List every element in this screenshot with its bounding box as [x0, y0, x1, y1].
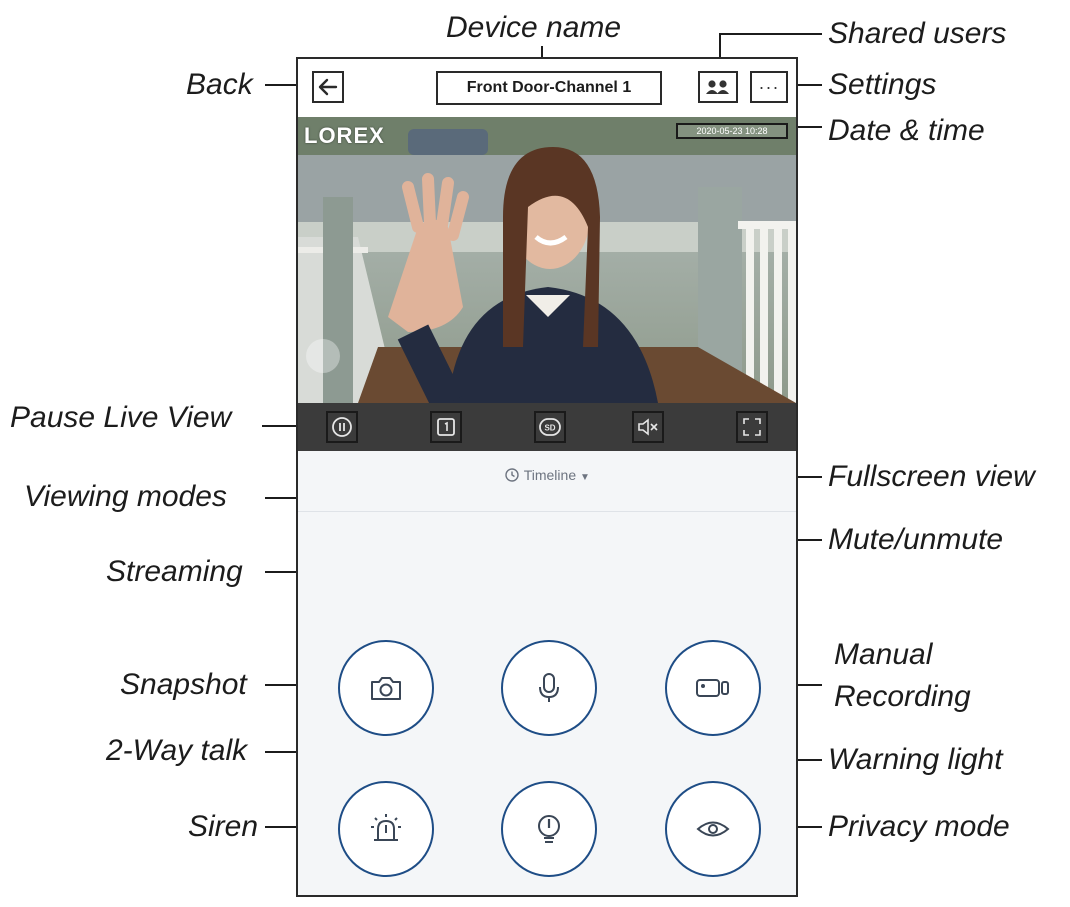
callout-pause-live-view: Pause Live View [10, 401, 232, 434]
camera-scene [298, 117, 796, 403]
pause-live-view-button[interactable] [326, 411, 358, 443]
sd-icon: SD [539, 418, 561, 436]
siren-icon [371, 814, 401, 841]
history-icon [505, 468, 519, 482]
pause-icon [332, 417, 352, 437]
warning-light-icon [538, 815, 560, 843]
callout-date-time: Date & time [828, 114, 985, 147]
arrow-left-icon [318, 78, 338, 96]
snapshot-button[interactable] [338, 640, 434, 736]
callout-warning-light: Warning light [828, 743, 1003, 776]
callout-settings: Settings [828, 68, 937, 101]
ellipsis-icon: ··· [758, 76, 780, 97]
video-record-icon [696, 679, 729, 697]
streaming-quality-button[interactable]: SD [534, 411, 566, 443]
callout-streaming: Streaming [106, 555, 243, 588]
callout-two-way-talk: 2-Way talk [106, 734, 248, 767]
callout-mute-unmute: Mute/unmute [828, 523, 1004, 556]
privacy-mode-button[interactable] [665, 781, 761, 877]
single-view-icon [437, 418, 455, 436]
users-icon [706, 80, 729, 94]
video-control-strip: SD [298, 403, 796, 451]
fullscreen-view-button[interactable] [736, 411, 768, 443]
svg-text:SD: SD [544, 424, 555, 433]
mute-unmute-button[interactable] [632, 411, 664, 443]
camera-icon [371, 677, 401, 700]
callout-device-name: Device name [446, 11, 622, 44]
live-video-feed[interactable]: LOREX 2020-05-23 10:28 [298, 117, 796, 403]
speaker-muted-icon [638, 418, 658, 436]
two-way-talk-button[interactable] [501, 640, 597, 736]
eye-icon [696, 821, 730, 837]
viewing-modes-button[interactable] [430, 411, 462, 443]
chevron-down-icon: ▼ [580, 472, 590, 483]
callout-manual-recording-line1: Manual [834, 638, 933, 671]
callout-viewing-modes: Viewing modes [24, 480, 227, 513]
siren-button[interactable] [338, 781, 434, 877]
callout-shared-users: Shared users [828, 17, 1007, 50]
date-time-overlay: 2020-05-23 10:28 [676, 123, 788, 139]
manual-recording-button[interactable] [665, 640, 761, 736]
callout-siren: Siren [188, 810, 259, 843]
warning-light-button[interactable] [501, 781, 597, 877]
mic-overlay-icon [306, 339, 340, 373]
expand-icon [743, 418, 761, 436]
brand-watermark: LOREX [304, 123, 385, 148]
settings-button[interactable]: ··· [750, 71, 788, 103]
callout-fullscreen-view: Fullscreen view [828, 460, 1035, 493]
device-name-title: Front Door-Channel 1 [436, 71, 662, 105]
timeline-label: Timeline [523, 467, 577, 483]
app-screen: Front Door-Channel 1 ··· [296, 57, 798, 897]
microphone-icon [539, 673, 559, 702]
back-button[interactable] [312, 71, 344, 103]
callout-privacy-mode: Privacy mode [828, 810, 1010, 843]
top-bar: Front Door-Channel 1 ··· [298, 59, 796, 117]
shared-users-button[interactable] [698, 71, 738, 103]
section-divider [298, 511, 796, 512]
callout-manual-recording-line2: Recording [834, 680, 971, 713]
callout-back: Back [186, 68, 253, 101]
callout-snapshot: Snapshot [120, 668, 247, 701]
timeline-dropdown[interactable]: Timeline ▼ [298, 467, 796, 483]
